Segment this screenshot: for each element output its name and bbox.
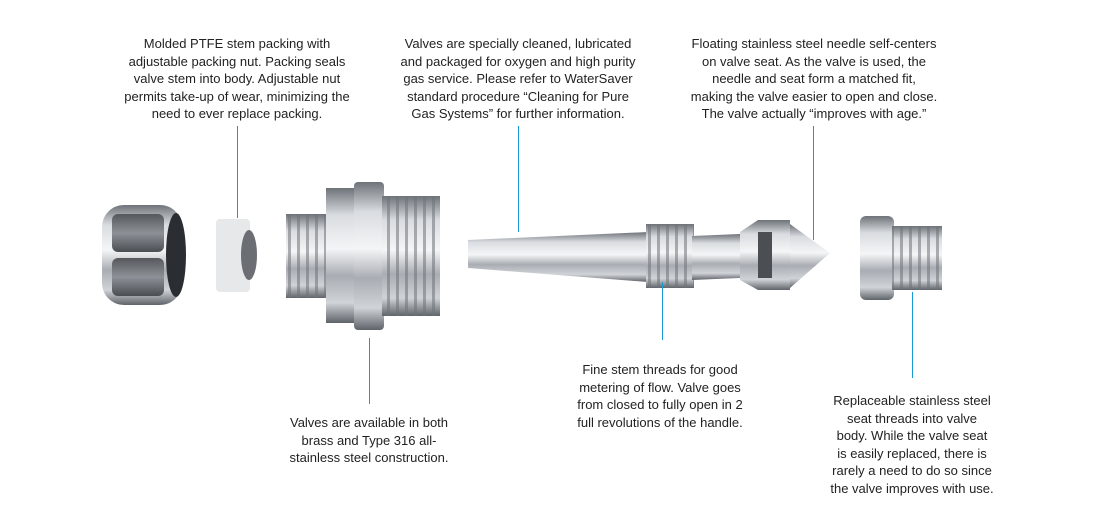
ptfe-packing-ring [216,219,257,292]
leader-line-cleaning [518,126,519,232]
callout-line: adjustable packing nut. Packing seals [128,53,346,69]
callout-line: the valve improves with use. [830,480,994,496]
callout-line: from closed to fully open in 2 [577,397,743,413]
callout-line: metering of flow. Valve goes [579,379,741,395]
callout-line: Valves are specially cleaned, lubricated [404,36,632,51]
callout-line: valve stem into body. Adjustable nut [133,71,341,87]
callout-line: Fine stem threads for good [582,362,738,377]
leader-line-seat [912,292,913,378]
callout-threads: Fine stem threads for good metering of f… [577,361,743,431]
callout-line: brass and Type 316 all- [301,432,437,448]
callout-line: on valve seat. As the valve is used, the [701,53,927,69]
callout-materials: Valves are available in both brass and T… [290,414,449,467]
valve-body [286,182,440,330]
leader-line-packing [237,126,238,218]
leader-line-materials [369,338,370,404]
callout-packing: Molded PTFE stem packing with adjustable… [124,35,349,123]
leader-line-threads [662,282,663,340]
callout-line: full revolutions of the handle. [577,414,743,430]
valve-stem-needle [468,220,830,290]
callout-seat: Replaceable stainless steel seat threads… [830,392,993,498]
callout-cleaning: Valves are specially cleaned, lubricated… [401,35,636,123]
callout-line: and packaged for oxygen and high purity [400,53,636,69]
callout-line: Molded PTFE stem packing with [143,36,331,51]
callout-line: Replaceable stainless steel [833,393,991,408]
callout-line: permits take-up of wear, minimizing the [124,88,350,104]
callout-line: rarely a need to do so since [832,463,992,479]
callout-line: need to ever replace packing. [151,106,323,122]
callout-line: Floating stainless steel needle self-cen… [691,36,937,51]
valve-seat [860,216,942,300]
callout-line: needle and seat form a matched fit, [712,71,916,87]
packing-nut [102,205,186,305]
callout-line: stainless steel construction. [289,450,449,466]
callout-line: standard procedure “Cleaning for Pure [407,88,629,104]
callout-line: The valve actually “improves with age.” [701,106,927,122]
callout-line: Valves are available in both [289,415,449,430]
callout-line: is easily replaced, there is [837,445,987,461]
callout-line: gas service. Please refer to WaterSaver [403,71,633,87]
callout-line: body. While the valve seat [836,428,988,444]
callout-line: seat threads into valve [846,410,978,426]
callout-needle: Floating stainless steel needle self-cen… [691,35,937,123]
callout-line: Gas Systems” for further information. [411,106,625,122]
callout-line: making the valve easier to open and clos… [690,88,938,104]
leader-line-needle [813,126,814,240]
